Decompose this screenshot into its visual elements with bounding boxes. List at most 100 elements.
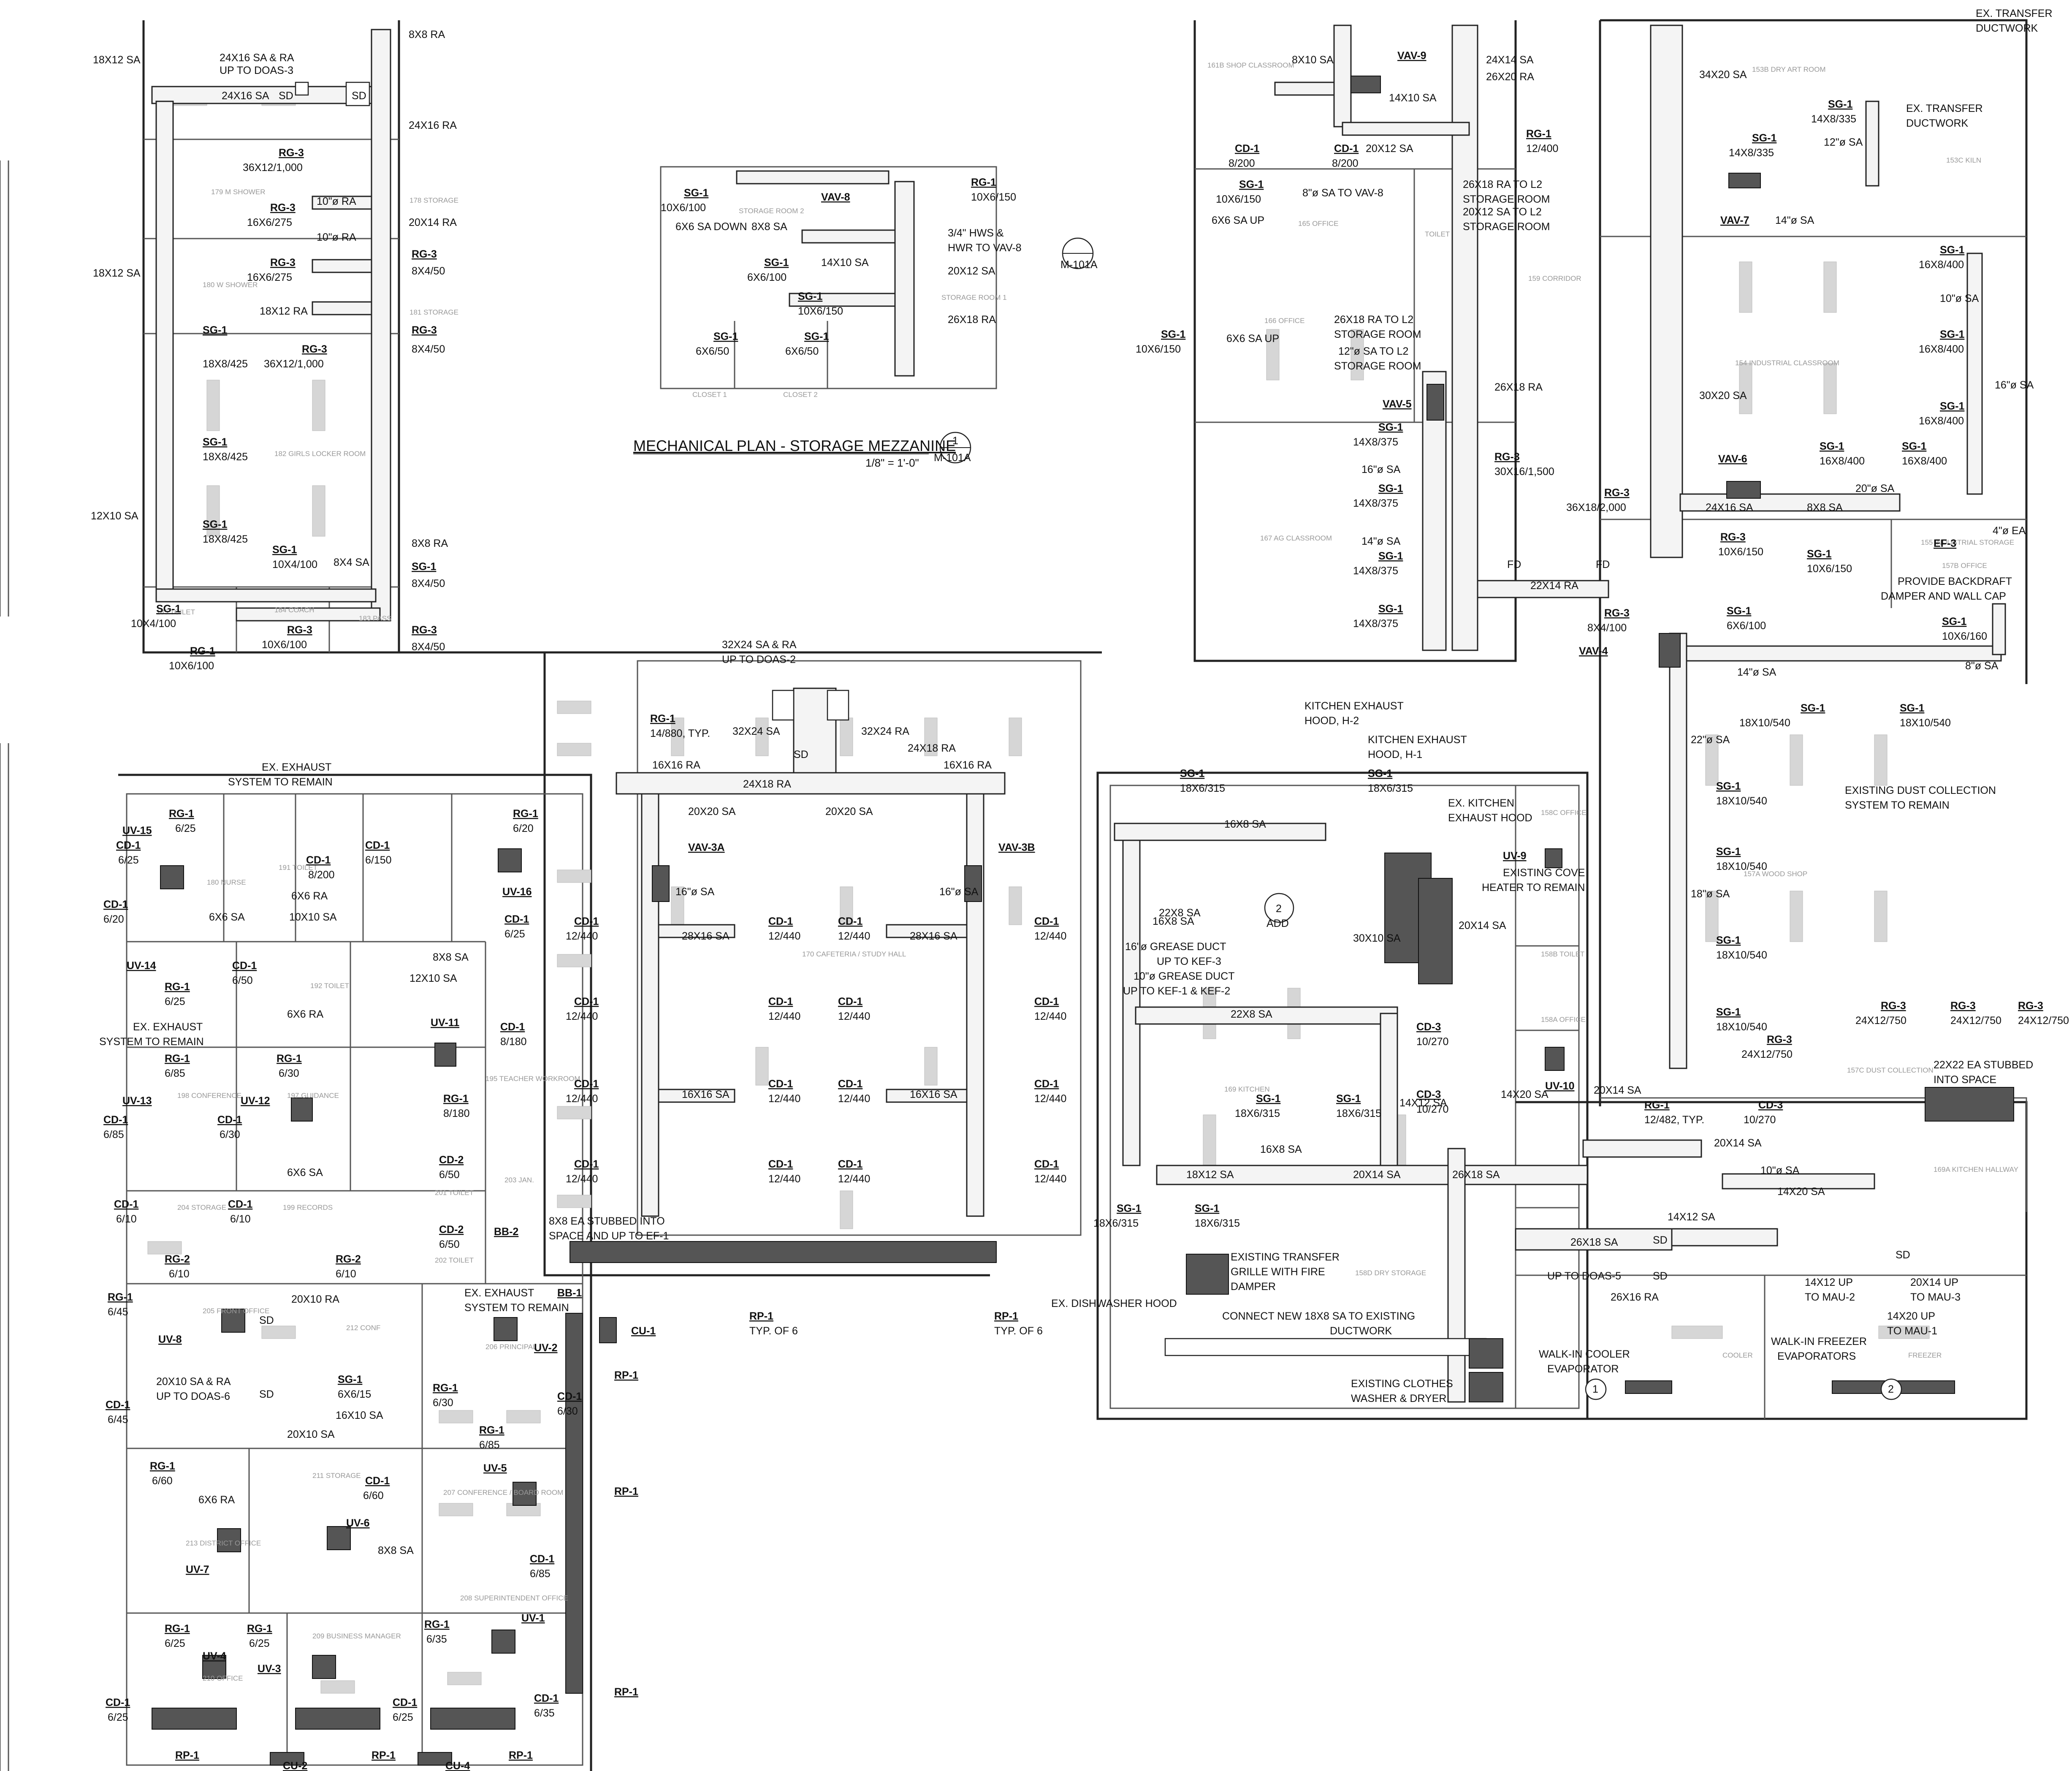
label-d50: 18X10/540	[1739, 717, 1790, 729]
label-d35: 10X6/150	[1807, 563, 1852, 575]
drawing-title: MECHANICAL PLAN - STORAGE MEZZANINE	[633, 437, 956, 454]
label-e44: 12/440	[1034, 1093, 1066, 1105]
label-c16: STORAGE ROOM	[1463, 193, 1550, 205]
label-f66: TO MAU-3	[1910, 1291, 1961, 1303]
label-g52: CD-1	[228, 1198, 252, 1210]
label-e13: VAV-3A	[688, 842, 725, 853]
room-name: 203 JAN.	[504, 1176, 534, 1184]
label-g61: RG-2	[336, 1253, 361, 1265]
label-g38: 6/30	[279, 1067, 299, 1079]
label-e15: 16"ø SA	[675, 886, 715, 898]
label-c10: CD-1	[1334, 143, 1359, 155]
label-g101: RG-1	[247, 1623, 272, 1635]
room-name: 191 TOILET	[279, 864, 317, 872]
label-e18: 12/440	[566, 930, 598, 942]
room-name: 179 M SHOWER	[211, 188, 265, 196]
label-e42: 16X16 SA	[910, 1089, 957, 1100]
label-b8: 3/4" HWS &	[948, 227, 1004, 239]
label-a26: SG-1	[203, 436, 227, 448]
label-c44: SG-1	[1378, 603, 1403, 615]
label-e35: CD-1	[574, 1078, 599, 1090]
label-f14: HEATER TO REMAIN	[1482, 882, 1585, 894]
room-name: 199 RECORDS	[283, 1203, 333, 1211]
label-f29: 14X20 SA	[1501, 1089, 1549, 1100]
label-a30: 18X8/425	[203, 533, 248, 545]
label-b14: SG-1	[798, 291, 822, 302]
label-g51: 6/10	[116, 1213, 137, 1225]
label-g93: RP-1	[614, 1486, 638, 1497]
label-f61: UP TO DOAS-5	[1547, 1270, 1621, 1282]
label-g21: 6/20	[103, 913, 124, 925]
label-e25: CD-1	[1034, 915, 1059, 927]
room-name: CLOSET 1	[692, 391, 727, 399]
label-a34: 8X4 SA	[334, 557, 369, 568]
label-g123: SD	[259, 1315, 274, 1326]
label-g121: SD	[352, 90, 366, 102]
label-a29: SG-1	[203, 519, 227, 530]
label-f24: UP TO KEF-1 & KEF-2	[1123, 985, 1230, 997]
label-b15: 10X6/150	[798, 305, 843, 317]
label-e40: CD-1	[838, 1078, 862, 1090]
label-g36: 6/85	[165, 1067, 185, 1079]
label-d58: SG-1	[1716, 846, 1741, 858]
label-d20: SG-1	[1940, 400, 1964, 412]
label-f68: TO MAU-1	[1887, 1325, 1937, 1337]
label-g32: UV-11	[431, 1017, 459, 1029]
label-g50: CD-1	[114, 1198, 138, 1210]
label-g115: RP-1	[175, 1749, 199, 1761]
label-g95: 8X8 SA	[378, 1545, 414, 1556]
label-g104: 6/35	[426, 1633, 447, 1645]
label-g97: CD-1	[530, 1553, 554, 1565]
label-a16: RG-3	[412, 248, 437, 260]
label-g20: CD-1	[103, 899, 128, 910]
label-e55: RP-1	[994, 1310, 1018, 1322]
label-a8: 36X12/1,000	[243, 162, 303, 174]
label-g63: EX. EXHAUST	[464, 1287, 534, 1299]
ductwork	[151, 24, 2006, 1403]
label-c37: 14X8/375	[1353, 497, 1398, 509]
label-f39: 18X12 SA	[1186, 1169, 1234, 1181]
room-name: CLOSET 2	[783, 391, 818, 399]
room-name: 192 TOILET	[310, 982, 349, 990]
label-d4: SG-1	[1828, 98, 1852, 110]
label-b12: 14X10 SA	[821, 257, 869, 269]
label-d48: 8"ø SA	[1965, 660, 1999, 672]
label-a13: 10"ø RA	[317, 231, 356, 243]
label-a11: 16X6/275	[247, 217, 292, 228]
label-e10: 16X16 RA	[944, 759, 992, 771]
label-f3: KITCHEN EXHAUST	[1368, 734, 1467, 746]
label-g57: 6/50	[439, 1239, 460, 1250]
label-b2: 10X6/100	[661, 202, 706, 214]
room-name: 153B DRY ART ROOM	[1752, 65, 1825, 73]
label-c17: 8"ø SA TO VAV-8	[1302, 187, 1383, 199]
label-f4: HOOD, H-1	[1368, 749, 1422, 761]
label-a14: RG-3	[270, 257, 296, 269]
label-a21: 8X4/50	[412, 343, 445, 355]
label-a39: RG-1	[190, 645, 215, 657]
room-name: 208 SUPERINTENDENT OFFICE	[460, 1594, 568, 1602]
room-name: 157C DUST COLLECTION	[1847, 1066, 1934, 1074]
label-g82: 6/30	[433, 1397, 453, 1409]
label-e52: 12/440	[1034, 1173, 1066, 1185]
label-a7: RG-3	[279, 147, 304, 159]
label-f13: EXISTING COVE	[1503, 867, 1585, 879]
label-e16: 16"ø SA	[939, 886, 979, 898]
label-f62: 26X16 RA	[1611, 1291, 1659, 1303]
label-f9: EX. KITCHEN	[1448, 797, 1514, 809]
label-g31: SYSTEM TO REMAIN	[99, 1036, 204, 1048]
label-b19: SG-1	[804, 331, 829, 342]
label-c13: SG-1	[1239, 179, 1264, 190]
label-g113: CD-1	[534, 1692, 559, 1704]
label-f59: 14X12 SA	[1668, 1211, 1715, 1223]
label-g108: RP-1	[614, 1686, 638, 1698]
label-d37: 4"ø EA	[1993, 525, 2026, 537]
label-f19: 2	[1276, 903, 1282, 915]
label-g69: CU-1	[631, 1325, 656, 1337]
label-d73: 22X22 EA STUBBED	[1934, 1059, 2033, 1071]
label-g105: UV-1	[521, 1612, 545, 1624]
label-c6: RG-1	[1526, 128, 1551, 140]
room-name: 166 OFFICE	[1264, 317, 1304, 325]
room-name: 158C OFFICE	[1541, 809, 1587, 817]
label-g11: 6/150	[365, 854, 392, 866]
room-name: 169 KITCHEN	[1224, 1085, 1270, 1093]
